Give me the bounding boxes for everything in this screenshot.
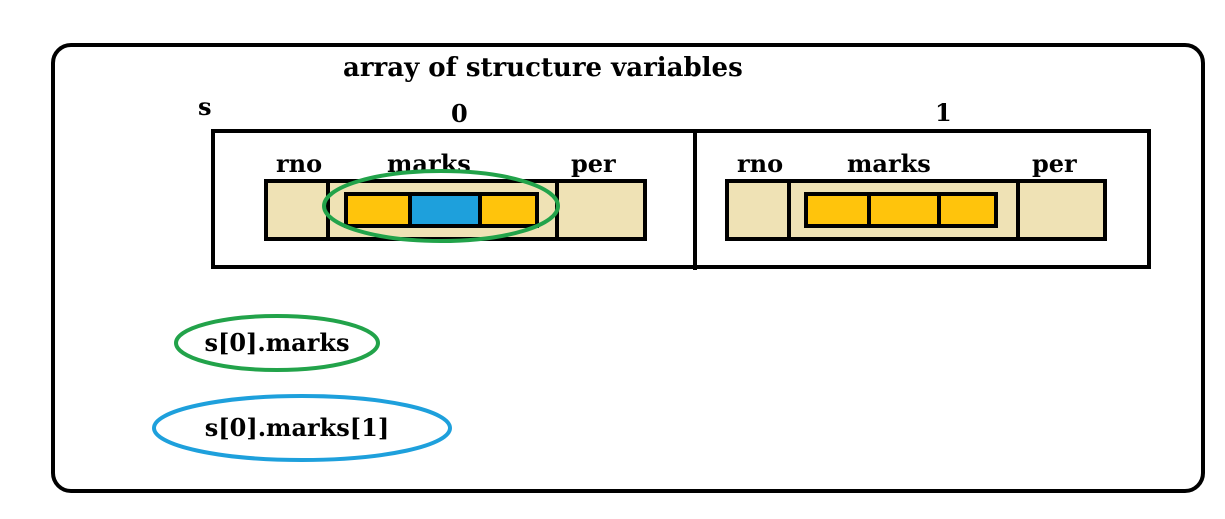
per-field-0: [555, 179, 647, 241]
marks-cell-0-0: [344, 192, 412, 228]
marks-cell-1-2: [937, 192, 998, 228]
struct-element-0: rno marks per: [264, 149, 647, 241]
annotation-marks-text: s[0].marks: [204, 328, 349, 357]
marks-cell-1-0: [804, 192, 871, 228]
annotation-marks-index-ellipse: [152, 394, 452, 462]
rno-field-1: [725, 179, 791, 241]
marks-highlight-ellipse: [322, 169, 560, 243]
diagram-title: array of structure variables: [343, 53, 743, 83]
array-name-label: s: [198, 92, 212, 121]
per-field-1: [1016, 179, 1107, 241]
annotation-marks-ellipse: [174, 314, 380, 372]
per-label-0: per: [571, 149, 616, 178]
array-container: [211, 129, 1151, 269]
marks-label-1: marks: [847, 149, 931, 178]
per-label-1: per: [1032, 149, 1077, 178]
index-label-1: 1: [935, 98, 952, 127]
marks-cell-1-1: [867, 192, 941, 228]
index-label-0: 0: [451, 99, 468, 128]
outer-frame: [51, 43, 1205, 493]
marks-cell-0-1: [408, 192, 482, 228]
rno-label-0: rno: [276, 149, 322, 178]
struct-element-1: rno marks per: [725, 149, 1107, 241]
rno-label-1: rno: [737, 149, 783, 178]
marks-cell-0-2: [478, 192, 539, 228]
annotation-marks-index-text: s[0].marks[1]: [205, 413, 389, 442]
rno-field-0: [264, 179, 330, 241]
